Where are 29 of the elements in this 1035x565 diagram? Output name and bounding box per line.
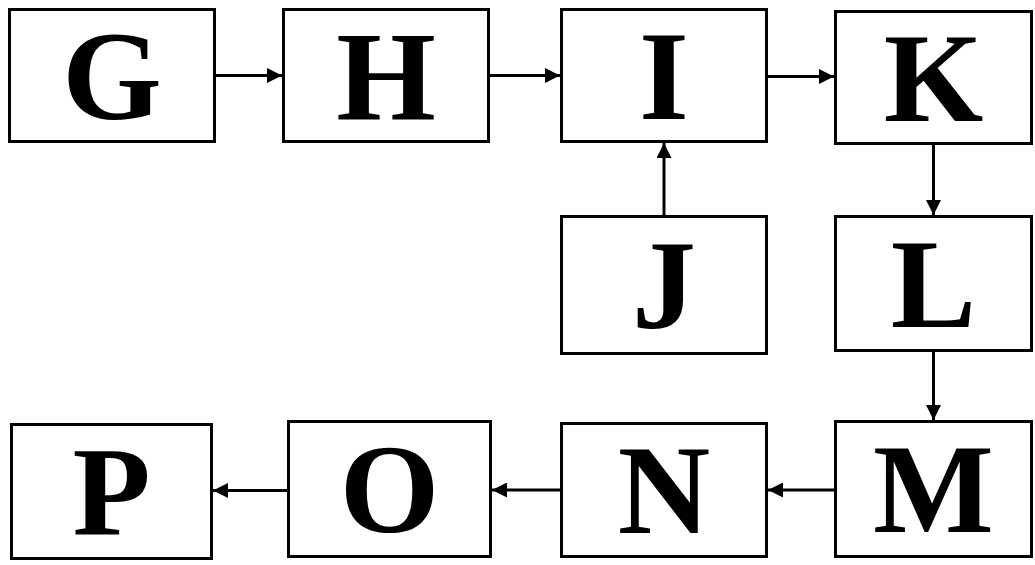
letter-box bbox=[282, 8, 490, 143]
arrow bbox=[213, 483, 287, 498]
letter: J bbox=[632, 221, 696, 349]
arrow bbox=[492, 482, 560, 498]
arrow bbox=[926, 352, 941, 420]
arrow bbox=[490, 68, 560, 83]
arrow bbox=[656, 143, 672, 215]
letter-box bbox=[560, 8, 768, 143]
letter: O bbox=[339, 425, 440, 553]
letter-box bbox=[834, 215, 1033, 352]
letter-box bbox=[10, 423, 213, 560]
letter-box bbox=[560, 422, 768, 558]
letter: G bbox=[62, 11, 162, 140]
letter-box bbox=[834, 420, 1033, 558]
arrow bbox=[768, 69, 834, 84]
letter: P bbox=[72, 427, 151, 556]
letter: H bbox=[336, 11, 436, 140]
letter-box bbox=[8, 8, 216, 143]
letter: N bbox=[617, 426, 711, 554]
letter: M bbox=[873, 425, 994, 553]
letter-box bbox=[834, 10, 1033, 145]
arrow bbox=[216, 68, 282, 83]
letter: K bbox=[883, 13, 984, 142]
arrow bbox=[768, 482, 834, 498]
letter: I bbox=[639, 11, 689, 140]
letter-box bbox=[560, 215, 768, 355]
arrow bbox=[926, 145, 941, 215]
letter-box bbox=[287, 420, 492, 558]
letter: L bbox=[890, 219, 977, 348]
